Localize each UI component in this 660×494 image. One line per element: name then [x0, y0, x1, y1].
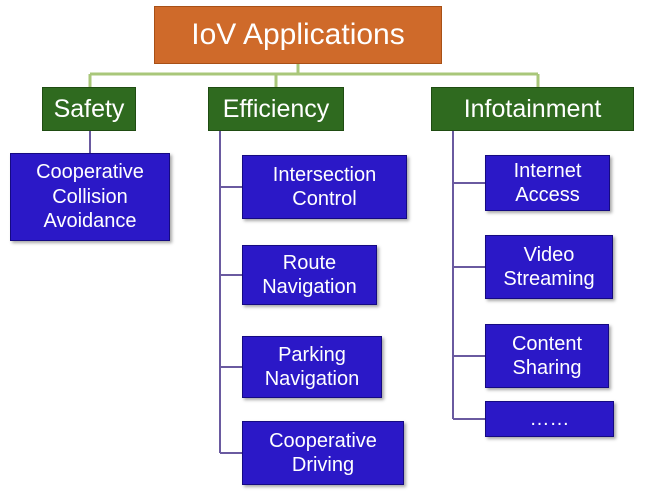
leaf-intersection-control: Intersection Control	[242, 155, 407, 219]
category-infotainment: Infotainment	[431, 87, 634, 131]
category-label: Efficiency	[222, 94, 330, 123]
leaf-label: Internet Access	[513, 159, 582, 206]
leaf-cooperative-collision-avoidance: Cooperative Collision Avoidance	[10, 153, 170, 241]
leaf-route-navigation: Route Navigation	[242, 245, 377, 305]
leaf-label: Cooperative Driving	[269, 429, 377, 476]
leaf-cooperative-driving: Cooperative Driving	[242, 421, 404, 485]
leaf-label: Route Navigation	[262, 251, 357, 298]
leaf-label: Parking Navigation	[264, 343, 360, 390]
leaf-label: ……	[529, 407, 570, 430]
leaf-label: Intersection Control	[272, 163, 377, 210]
leaf-internet-access: Internet Access	[485, 155, 610, 211]
leaf-more-ellipsis: ……	[485, 401, 614, 437]
category-label: Infotainment	[463, 94, 602, 123]
leaf-label: Content Sharing	[511, 332, 583, 379]
category-safety: Safety	[42, 87, 136, 131]
leaf-parking-navigation: Parking Navigation	[242, 336, 382, 398]
leaf-content-sharing: Content Sharing	[485, 324, 609, 388]
category-label: Safety	[53, 94, 125, 123]
category-efficiency: Efficiency	[208, 87, 344, 131]
leaf-label: Cooperative Collision Avoidance	[36, 161, 144, 233]
root-label: IoV Applications	[191, 17, 405, 51]
root-node: IoV Applications	[154, 6, 442, 64]
leaf-label: Video Streaming	[503, 243, 595, 290]
leaf-video-streaming: Video Streaming	[485, 235, 613, 299]
